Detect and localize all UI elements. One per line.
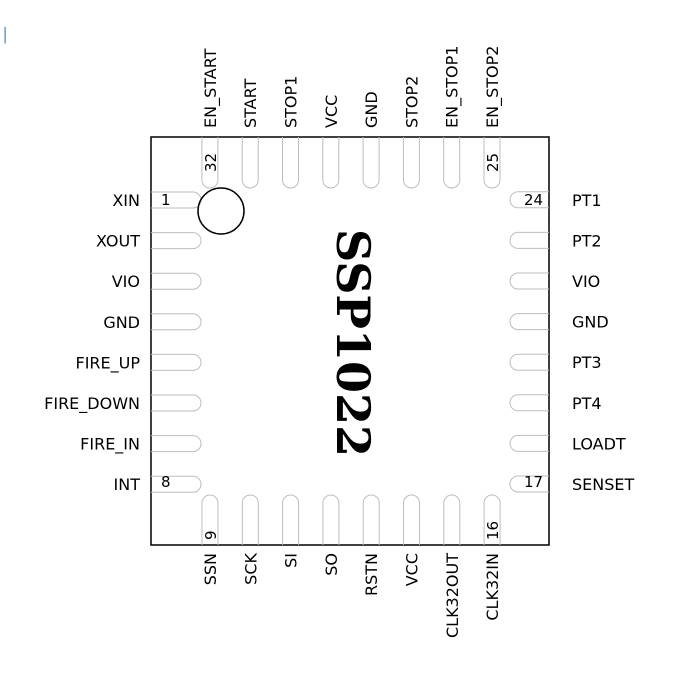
- pin-label-si: SI: [282, 553, 301, 568]
- pad-right-21: [509, 313, 549, 331]
- pad-bottom-14: [403, 494, 420, 545]
- pad-bottom-10: [241, 494, 259, 545]
- pin-label-gnd: GND: [572, 313, 609, 332]
- pin-label-pt1: PT1: [572, 191, 602, 210]
- pin-label-loadt: LOADT: [572, 434, 626, 453]
- pad-bottom-15: [443, 494, 461, 545]
- pin-label-en-start: EN_START: [201, 48, 221, 128]
- chip-body: [150, 136, 550, 546]
- pad-bottom-16: [483, 494, 501, 545]
- pad-right-17: [509, 475, 549, 493]
- pin-label-fire-up: FIRE_UP: [75, 353, 140, 373]
- pad-top-30: [282, 137, 299, 189]
- pin-label-gnd: GND: [362, 91, 381, 128]
- pin-label-clk32in: CLK32IN: [483, 553, 502, 621]
- pad-right-19: [509, 394, 549, 412]
- pin-1-indicator-circle: [197, 187, 245, 235]
- pad-top-26: [443, 137, 461, 189]
- pin-label-pt4: PT4: [572, 394, 602, 413]
- pad-left-6: [151, 394, 202, 412]
- pin-number-16: 16: [484, 521, 502, 540]
- pad-bottom-11: [282, 494, 300, 545]
- pin-label-fire-in: FIRE_IN: [80, 435, 140, 455]
- pin-label-stop2: STOP2: [402, 76, 421, 128]
- pad-top-27: [402, 137, 420, 189]
- pad-left-5: [151, 353, 202, 371]
- chip-name: SSP1022: [326, 229, 380, 457]
- pad-right-18: [509, 434, 549, 452]
- pin-label-gnd: GND: [103, 313, 140, 332]
- pad-left-4: [151, 313, 202, 331]
- pin-label-start: START: [241, 78, 260, 128]
- pin-number-8: 8: [161, 473, 171, 491]
- pad-right-23: [509, 231, 549, 249]
- pin-label-vcc: VCC: [403, 553, 422, 586]
- pin-number-9: 9: [202, 530, 220, 540]
- pin-number-24: 24: [524, 191, 543, 209]
- pad-right-20: [509, 353, 549, 371]
- pin-number-32: 32: [202, 153, 220, 172]
- pin-label-pt3: PT3: [572, 353, 602, 372]
- pin-label-stop1: STOP1: [282, 76, 301, 128]
- pad-right-24: [509, 191, 549, 209]
- pin-number-17: 17: [524, 473, 543, 491]
- pin-label-rstn: RSTN: [362, 553, 381, 596]
- pin-number-25: 25: [484, 153, 502, 172]
- pad-top-31: [241, 137, 259, 189]
- pin-label-vio: VIO: [112, 272, 140, 291]
- pin-label-ssn: SSN: [201, 553, 220, 585]
- pad-top-32: [201, 137, 219, 189]
- pad-right-22: [509, 272, 549, 290]
- pin-label-vcc: VCC: [322, 95, 341, 128]
- pin-label-pt2: PT2: [572, 231, 602, 250]
- pin-label-en-stop2: EN_STOP2: [483, 46, 503, 128]
- pad-left-7: [151, 435, 202, 453]
- corner-mark: │: [1, 26, 9, 44]
- pin-labels: XIN XOUT VIO GND FIRE_UP FIRE_DOWN FIRE_IN INT S…: [44, 46, 634, 638]
- pad-left-3: [151, 272, 202, 290]
- pad-top-29: [322, 137, 340, 189]
- pin-label-vio: VIO: [572, 272, 600, 291]
- pin-label-so: SO: [322, 553, 341, 576]
- pad-top-25: [483, 137, 501, 189]
- pin-label-senset: SENSET: [572, 475, 635, 494]
- pin-label-sck: SCK: [241, 553, 260, 585]
- pin-label-clk32out: CLK32OUT: [443, 553, 462, 638]
- pad-bottom-9: [201, 494, 219, 545]
- pin-label-fire-down: FIRE_DOWN: [44, 394, 140, 414]
- pad-top-28: [362, 137, 380, 189]
- pads: [151, 137, 549, 545]
- pin-label-xout: XOUT: [96, 232, 140, 251]
- pad-bottom-13: [362, 494, 380, 545]
- pad-bottom-12: [322, 494, 340, 545]
- pin-label-xin: XIN: [112, 191, 140, 210]
- pin-label-int: INT: [114, 475, 141, 494]
- pin-label-en-stop1: EN_STOP1: [443, 46, 463, 128]
- pad-left-8: [151, 475, 202, 493]
- pad-left-2: [151, 232, 202, 250]
- pin-number-1: 1: [161, 191, 171, 209]
